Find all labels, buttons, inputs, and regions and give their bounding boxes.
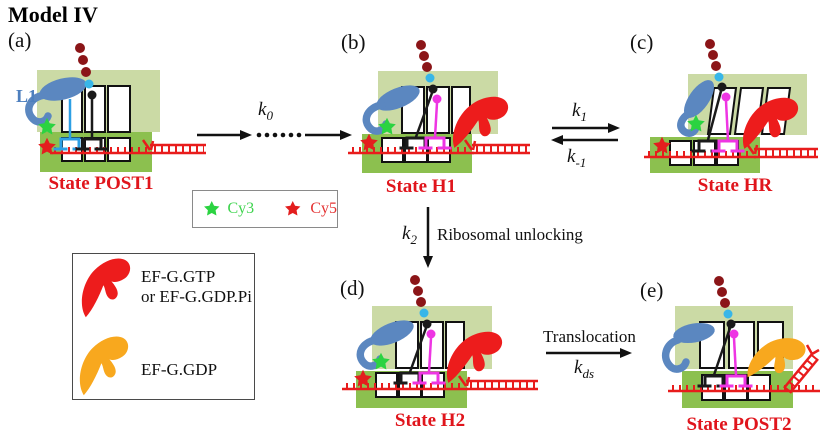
- ribosome-post1: [25, 43, 206, 172]
- figure-title: Model IV: [8, 2, 98, 27]
- trna-e-site-blue: [53, 99, 87, 151]
- nascent-peptide: [416, 40, 435, 83]
- arrow-kds: [546, 348, 632, 358]
- l1-stalk: [677, 80, 715, 137]
- rate-k1: k1: [572, 100, 587, 124]
- efg-gdp-blob-icon: [79, 336, 129, 396]
- ribosome-h2: [342, 275, 538, 408]
- cy3-label: Cy3: [227, 200, 255, 217]
- mrna: [348, 139, 530, 155]
- arrow-k1-forward: [552, 123, 620, 133]
- cy3-star-icon: [204, 200, 220, 216]
- arrow-k2-down: [423, 207, 433, 268]
- trna-p-site-black: [75, 90, 109, 151]
- l1-stalk: [25, 77, 87, 126]
- rate-k-minus-1: k-1: [567, 146, 587, 170]
- nascent-peptide: [714, 276, 733, 319]
- ribosome-hr: [644, 39, 818, 173]
- efg-gtp-blob-icon: [81, 258, 131, 318]
- cy5-star-icon: [284, 200, 301, 216]
- efg-legend: EF-G.GTP or EF-G.GDP.Pi EF-G.GDP: [72, 253, 255, 400]
- panel-letter-d: (d): [340, 276, 365, 300]
- panel-letter-a: (a): [8, 28, 32, 52]
- arrow-k1-reverse: [551, 135, 618, 145]
- translocation-label: Translocation: [543, 327, 636, 346]
- mrna: [644, 143, 818, 159]
- state-label-post2: State POST2: [686, 414, 792, 435]
- trna-magenta: [412, 329, 446, 385]
- trna-hybrid-black: [691, 82, 727, 153]
- trna-hybrid-black: [399, 84, 438, 150]
- rate-k0: k0: [258, 99, 273, 123]
- mrna: [668, 344, 820, 394]
- efg-gdp-label: EF-G.GDP: [141, 360, 218, 379]
- panel-letter-b: (b): [341, 30, 366, 54]
- ribosome-h1: [348, 40, 530, 173]
- state-label-hr: State HR: [697, 175, 773, 196]
- trna-magenta: [711, 92, 745, 153]
- ribosomal-unlocking-label: Ribosomal unlocking: [437, 225, 583, 244]
- trna-magenta: [418, 94, 452, 150]
- dye-legend: Cy3 Cy5: [192, 190, 338, 228]
- l1-stalk: [661, 322, 715, 373]
- arrow-k0: [197, 130, 352, 140]
- rate-kds: kds: [574, 357, 594, 381]
- trna-p-site-magenta: [719, 329, 753, 388]
- ribosome-post2: [661, 276, 820, 408]
- panel-letter-e: (e): [640, 278, 664, 302]
- mrna: [342, 375, 538, 391]
- panel-letter-c: (c): [630, 30, 654, 54]
- mrna: [50, 139, 206, 155]
- cy5-label: Cy5: [310, 200, 337, 217]
- nascent-peptide: [705, 39, 724, 82]
- trna-e-site-black: [697, 319, 736, 388]
- state-label-h1: State H1: [385, 176, 457, 197]
- l1-label: L1: [16, 86, 38, 106]
- trna-sites: [381, 86, 471, 163]
- efg-gtp-label: EF-G.GTP or EF-G.GDP.Pi: [141, 267, 252, 306]
- state-label-post1: State POST1: [48, 173, 154, 194]
- trna-hybrid-black: [393, 319, 432, 385]
- rate-k2: k2: [402, 223, 417, 247]
- nascent-peptide: [410, 275, 429, 318]
- state-label-h2: State H2: [394, 410, 466, 431]
- nascent-peptide: [75, 43, 94, 89]
